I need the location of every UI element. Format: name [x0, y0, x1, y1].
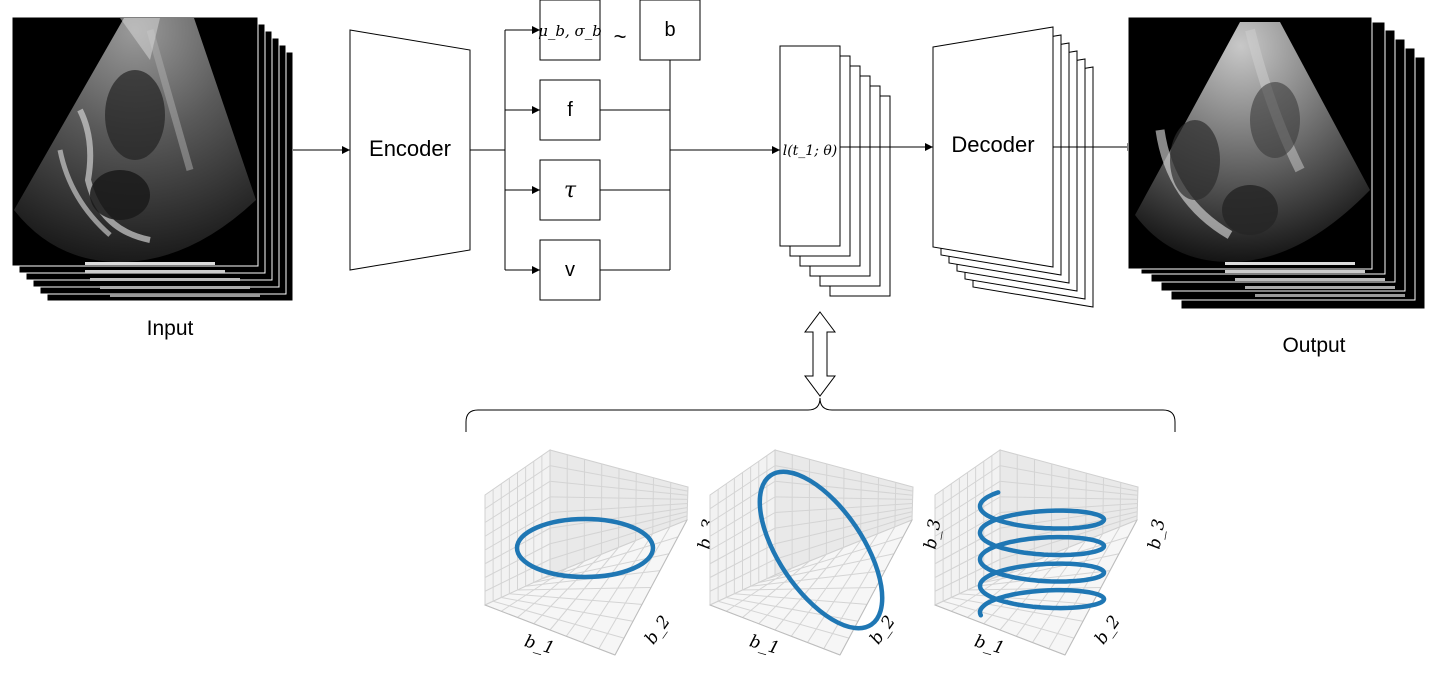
axis-label-b2: b_2 — [1091, 612, 1125, 648]
grid-line — [894, 482, 897, 527]
axis-edge-b1 — [709, 604, 841, 656]
output-image-stack: Output — [1127, 16, 1426, 357]
grid-line — [1085, 473, 1087, 541]
double-arrow — [804, 311, 836, 397]
grid-line — [967, 587, 1102, 591]
plot-3d-2: b_1 b_2 — [708, 449, 914, 659]
axis-edge-b2 — [1064, 519, 1138, 656]
grid-line — [709, 558, 776, 592]
grid-line — [975, 570, 1111, 587]
grid-line — [669, 482, 672, 527]
axis-label-b1: b_1 — [747, 631, 782, 659]
grid-line — [860, 473, 862, 541]
grid-line — [807, 533, 879, 643]
latent-stack: l(t_1; θ) — [779, 45, 891, 297]
axis-label-b1: b_1 — [972, 631, 1007, 659]
grid-line — [774, 515, 913, 560]
grid-line — [709, 512, 776, 551]
grid-line — [742, 587, 877, 591]
encoder-branch-lines — [470, 26, 540, 274]
grid-line — [598, 526, 671, 650]
gridlines — [484, 454, 688, 650]
encoder-block: Encoder — [349, 29, 471, 271]
grid-line — [484, 512, 551, 551]
grid-line — [541, 536, 679, 580]
grid-line — [1102, 477, 1104, 534]
latent-label: l(t_1; θ) — [783, 143, 838, 159]
depth-markers — [1225, 262, 1405, 297]
grid-line — [1048, 526, 1121, 650]
tau-box: τ — [539, 159, 601, 221]
decoder-stack: Decoder — [932, 26, 1094, 308]
input-image-stack: Input — [11, 16, 294, 340]
grid-line — [774, 511, 913, 545]
grid-line — [582, 533, 654, 643]
trajectory-helix — [977, 490, 1107, 618]
grid-line — [750, 570, 886, 587]
grid-line — [517, 587, 652, 591]
f-label: f — [567, 99, 573, 121]
depth-markers — [85, 262, 260, 297]
grid-line — [549, 503, 688, 513]
v-label: v — [565, 259, 575, 281]
grid-line — [790, 540, 862, 637]
axis-edge-b2 — [614, 519, 688, 656]
tau-label: τ — [564, 178, 577, 203]
sampling-tilde: ~ — [614, 24, 627, 49]
grid-line — [565, 540, 637, 637]
ultrasound-output-frame — [1135, 22, 1405, 297]
grid-line — [774, 507, 913, 529]
grid-line — [549, 511, 688, 545]
trajectory-ellipse — [757, 469, 885, 631]
axis-label-b3: b_3 — [1145, 518, 1170, 551]
grid-line — [934, 527, 1001, 565]
axis-label-b2: b_2 — [641, 612, 675, 648]
axis-edge-b1 — [484, 604, 616, 656]
decoder-label: Decoder — [951, 132, 1034, 157]
axis-edge-b1 — [934, 604, 1066, 656]
f-box: f — [539, 79, 601, 141]
v-box: v — [539, 239, 601, 301]
grid-line — [484, 543, 551, 578]
encoder-label: Encoder — [369, 136, 451, 161]
axis-label-b1: b_1 — [522, 631, 557, 659]
grid-line — [652, 477, 654, 534]
grid-line — [877, 477, 879, 534]
input-label: Input — [147, 317, 194, 340]
grid-line — [1119, 482, 1122, 527]
grid-line — [709, 543, 776, 578]
grid-line — [823, 526, 896, 650]
trajectory-circle — [514, 516, 656, 580]
curly-brace — [465, 397, 1176, 432]
mu-sigma-label: μ_b, σ_b — [538, 22, 602, 40]
grid-line — [549, 515, 688, 560]
gridlines — [709, 454, 913, 650]
axis-label-b2: b_2 — [866, 612, 900, 648]
grid-line — [484, 558, 551, 592]
axis-edge-b2 — [839, 519, 913, 656]
parameter-merge-lines — [600, 60, 780, 271]
ultrasound-frame — [14, 18, 260, 297]
grid-line — [934, 558, 1001, 592]
mu-sigma-box: μ_b, σ_b — [538, 0, 602, 61]
grid-line — [549, 507, 688, 529]
output-label: Output — [1282, 334, 1345, 357]
grid-line — [766, 536, 904, 580]
b-box: b — [639, 0, 701, 61]
b-label: b — [664, 19, 675, 41]
